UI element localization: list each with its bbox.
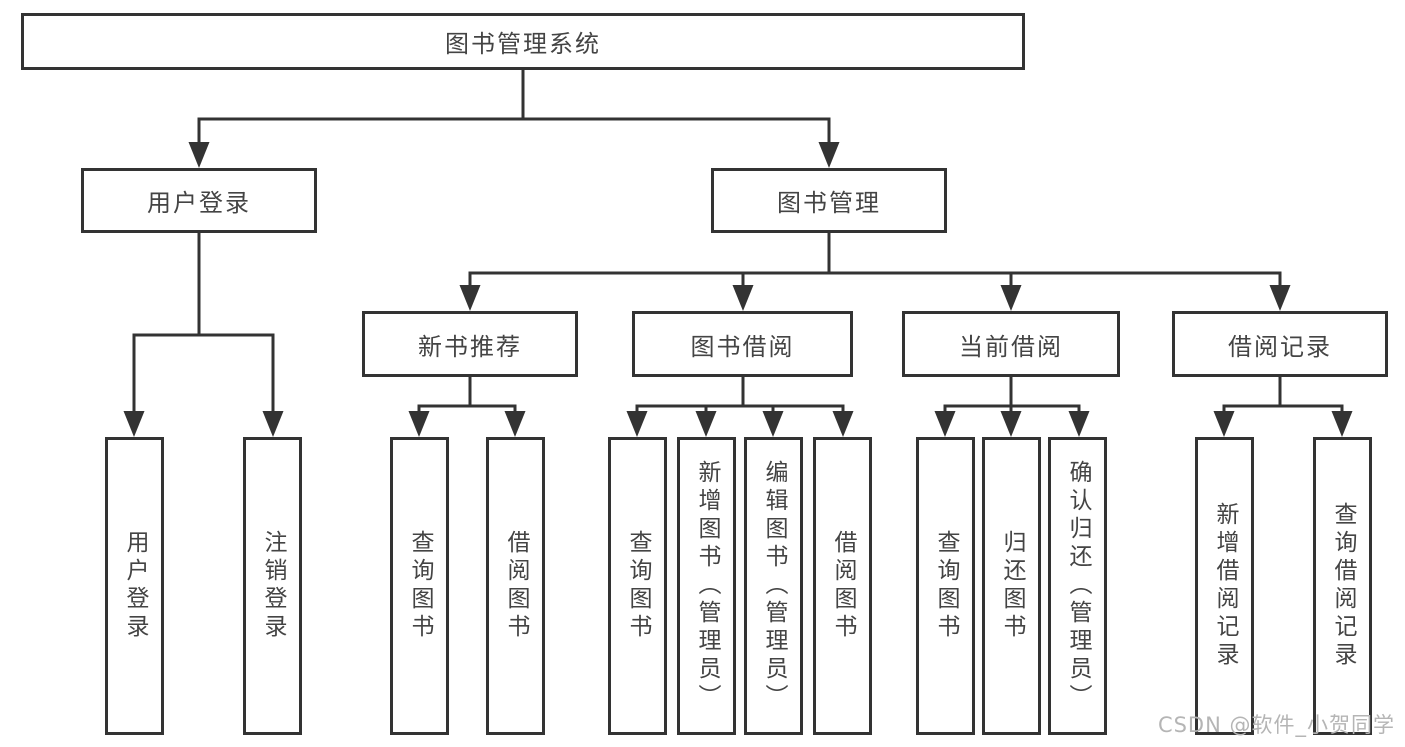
arrowhead-leaf-logout bbox=[262, 411, 284, 437]
node-borrow-records: 借阅记录 bbox=[1172, 311, 1388, 377]
leaf-add-books-admin: 新增图书（管理员） bbox=[677, 437, 736, 735]
node-new-book-recommend: 新书推荐 bbox=[362, 311, 578, 377]
arrowhead-book-borrow bbox=[732, 285, 754, 311]
arrowhead-book-mgmt bbox=[818, 142, 840, 168]
arrowhead-br-leaf2 bbox=[1331, 411, 1353, 437]
arrowheads bbox=[123, 142, 1353, 437]
node-user-login: 用户登录 bbox=[81, 168, 317, 233]
arrowhead-nb-leaf2 bbox=[504, 411, 526, 437]
leaf-query-books-current: 查询图书 bbox=[916, 437, 975, 735]
arrowhead-bb-leaf4 bbox=[832, 411, 854, 437]
arrowhead-bb-leaf1 bbox=[626, 411, 648, 437]
node-book-borrowing: 图书借阅 bbox=[632, 311, 853, 377]
node-root-system: 图书管理系统 bbox=[21, 13, 1025, 70]
leaf-logout: 注销登录 bbox=[243, 437, 302, 735]
arrowhead-cb-leaf1 bbox=[934, 411, 956, 437]
arrowhead-nb-leaf1 bbox=[408, 411, 430, 437]
arrowhead-current-borrow bbox=[1000, 285, 1022, 311]
leaf-query-books-borrowing: 查询图书 bbox=[608, 437, 667, 735]
arrowhead-new-books bbox=[459, 285, 481, 311]
arrowhead-user-login bbox=[188, 142, 210, 168]
arrowhead-bb-leaf3 bbox=[762, 411, 784, 437]
leaf-edit-books-admin: 编辑图书（管理员） bbox=[744, 437, 803, 735]
leaf-query-books-recommend: 查询图书 bbox=[390, 437, 449, 735]
leaf-add-borrow-record: 新增借阅记录 bbox=[1195, 437, 1254, 735]
leaf-query-borrow-record: 查询借阅记录 bbox=[1313, 437, 1372, 735]
arrowhead-cb-leaf3 bbox=[1068, 411, 1090, 437]
csdn-watermark: CSDN @软件_小贺同学 bbox=[1157, 713, 1395, 737]
arrowhead-borrow-records bbox=[1269, 285, 1291, 311]
arrowhead-br-leaf1 bbox=[1213, 411, 1235, 437]
leaf-return-books: 归还图书 bbox=[982, 437, 1041, 735]
node-book-management: 图书管理 bbox=[711, 168, 947, 233]
leaf-borrow-books-borrowing: 借阅图书 bbox=[813, 437, 872, 735]
arrowhead-bb-leaf2 bbox=[695, 411, 717, 437]
node-current-borrowing: 当前借阅 bbox=[902, 311, 1120, 377]
leaf-borrow-books-recommend: 借阅图书 bbox=[486, 437, 545, 735]
arrowhead-leaf-login bbox=[123, 411, 145, 437]
leaf-user-login: 用户登录 bbox=[105, 437, 164, 735]
arrowhead-cb-leaf2 bbox=[1000, 411, 1022, 437]
leaf-confirm-return-admin: 确认归还（管理员） bbox=[1048, 437, 1107, 735]
